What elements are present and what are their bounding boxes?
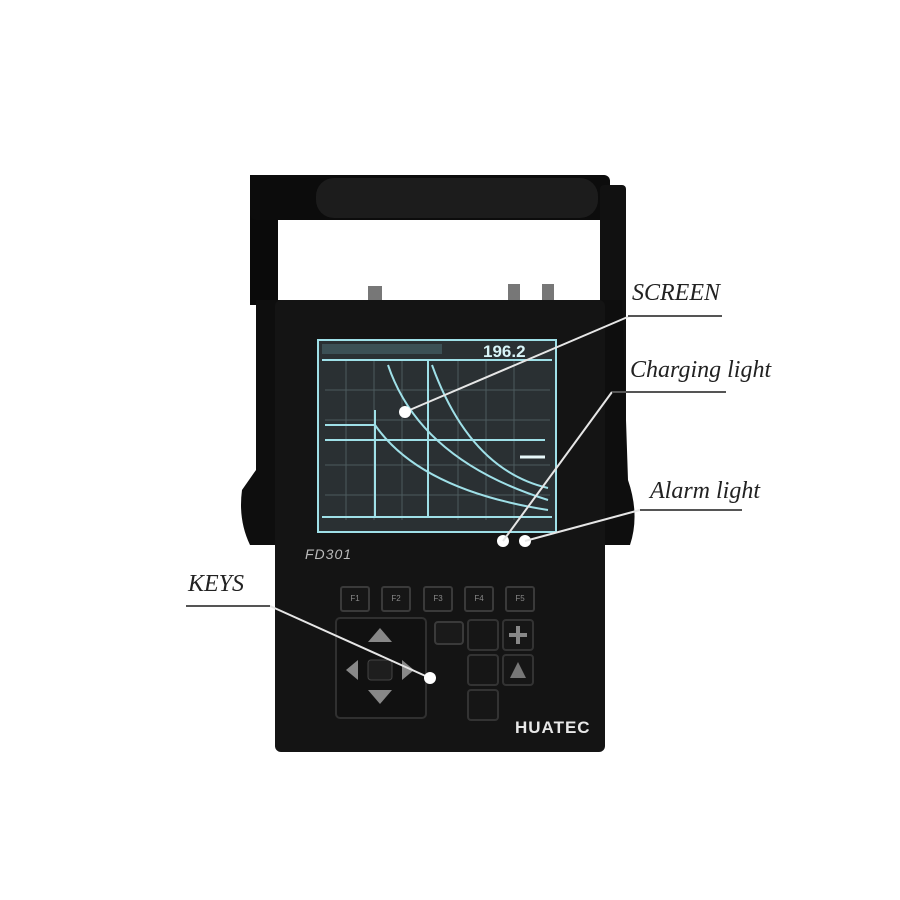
callout-alarm-light: Alarm light — [650, 478, 761, 504]
f5-key[interactable]: F5 — [505, 586, 535, 612]
screen-callout-dot — [399, 406, 411, 418]
connectors — [368, 284, 554, 302]
right-arrow-key — [402, 660, 414, 680]
down-arrow-key — [368, 690, 392, 704]
f3-key[interactable]: F3 — [423, 586, 453, 612]
keypad — [335, 617, 534, 721]
brand-logo: HUATEC — [515, 718, 591, 737]
left-arrow-key — [346, 660, 358, 680]
leader-lines — [269, 315, 641, 679]
f2-key[interactable]: F2 — [381, 586, 411, 612]
screen — [317, 339, 557, 533]
right-bracket — [596, 300, 635, 545]
left-bracket — [241, 300, 282, 545]
up-arrow-key — [368, 628, 392, 642]
keys-callout-dot — [424, 672, 436, 684]
callout-charging-light: Charging light — [630, 357, 772, 383]
f1-key[interactable]: F1 — [340, 586, 370, 612]
f4-key[interactable]: F4 — [464, 586, 494, 612]
callout-screen: SCREEN — [632, 280, 720, 306]
model-label: FD301 — [305, 546, 353, 562]
callout-keys: KEYS — [188, 571, 245, 597]
callout-underlines — [186, 315, 742, 607]
screen-readout: 196.2 — [483, 342, 526, 361]
